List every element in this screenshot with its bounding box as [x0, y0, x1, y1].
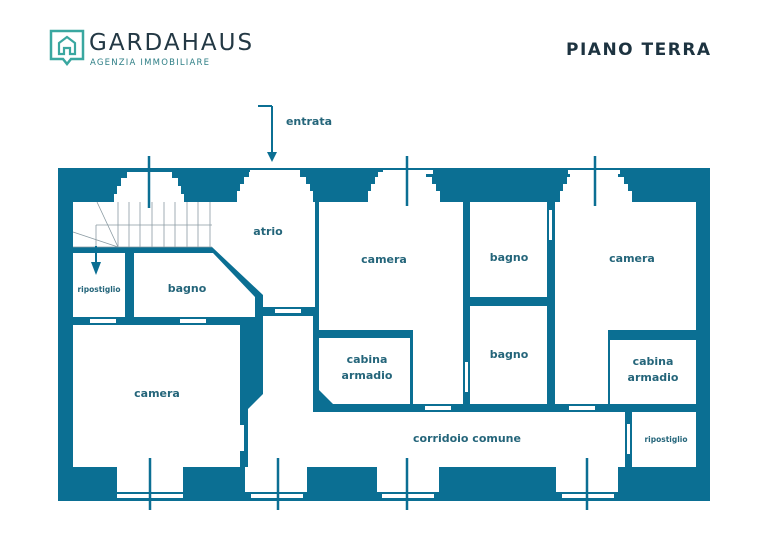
- label-bagno-top: bagno: [490, 251, 529, 264]
- ripostiglio-right-room: [632, 412, 696, 467]
- bagno-left-room: [134, 253, 255, 317]
- label-ripostiglio-left: ripostiglio: [77, 285, 120, 294]
- logo-house-icon: [49, 29, 85, 67]
- entrance-label: entrata: [286, 115, 332, 128]
- label-camera-right: camera: [609, 252, 655, 265]
- staircase: [73, 202, 212, 247]
- label-armadio-right: armadio: [628, 371, 679, 384]
- label-corridoio: corridoio comune: [413, 432, 521, 445]
- label-cabina-mid: cabina: [347, 353, 388, 366]
- cabina-mid-room: [319, 338, 410, 404]
- cabina-right-room: [610, 340, 696, 404]
- bagno-bottom-room: [470, 306, 547, 404]
- label-camera-mid: camera: [361, 253, 407, 266]
- brand-tagline: AGENZIA IMMOBILIARE: [90, 58, 211, 68]
- stair-lines: [72, 201, 212, 248]
- brand-name: GARDAHAUS: [89, 30, 255, 56]
- label-armadio-mid: armadio: [342, 369, 393, 382]
- camera-right-room: [555, 172, 696, 404]
- label-cabina-right: cabina: [633, 355, 674, 368]
- label-atrio: atrio: [253, 225, 283, 238]
- corridoio-room: [248, 316, 625, 467]
- page-title: PIANO TERRA: [566, 40, 712, 60]
- label-camera-left: camera: [134, 387, 180, 400]
- window-marks: [147, 156, 597, 510]
- entrance-arrow-icon: [258, 105, 277, 162]
- camera-mid-room: [319, 172, 463, 404]
- bagno-top-room: [470, 202, 547, 297]
- camera-left-room: [73, 325, 240, 467]
- label-ripostiglio-right: ripostiglio: [644, 435, 687, 444]
- label-bagno-left: bagno: [168, 282, 207, 295]
- stair-arrow: [91, 246, 101, 275]
- label-bagno-bottom: bagno: [490, 348, 529, 361]
- atrio-room: [212, 172, 315, 307]
